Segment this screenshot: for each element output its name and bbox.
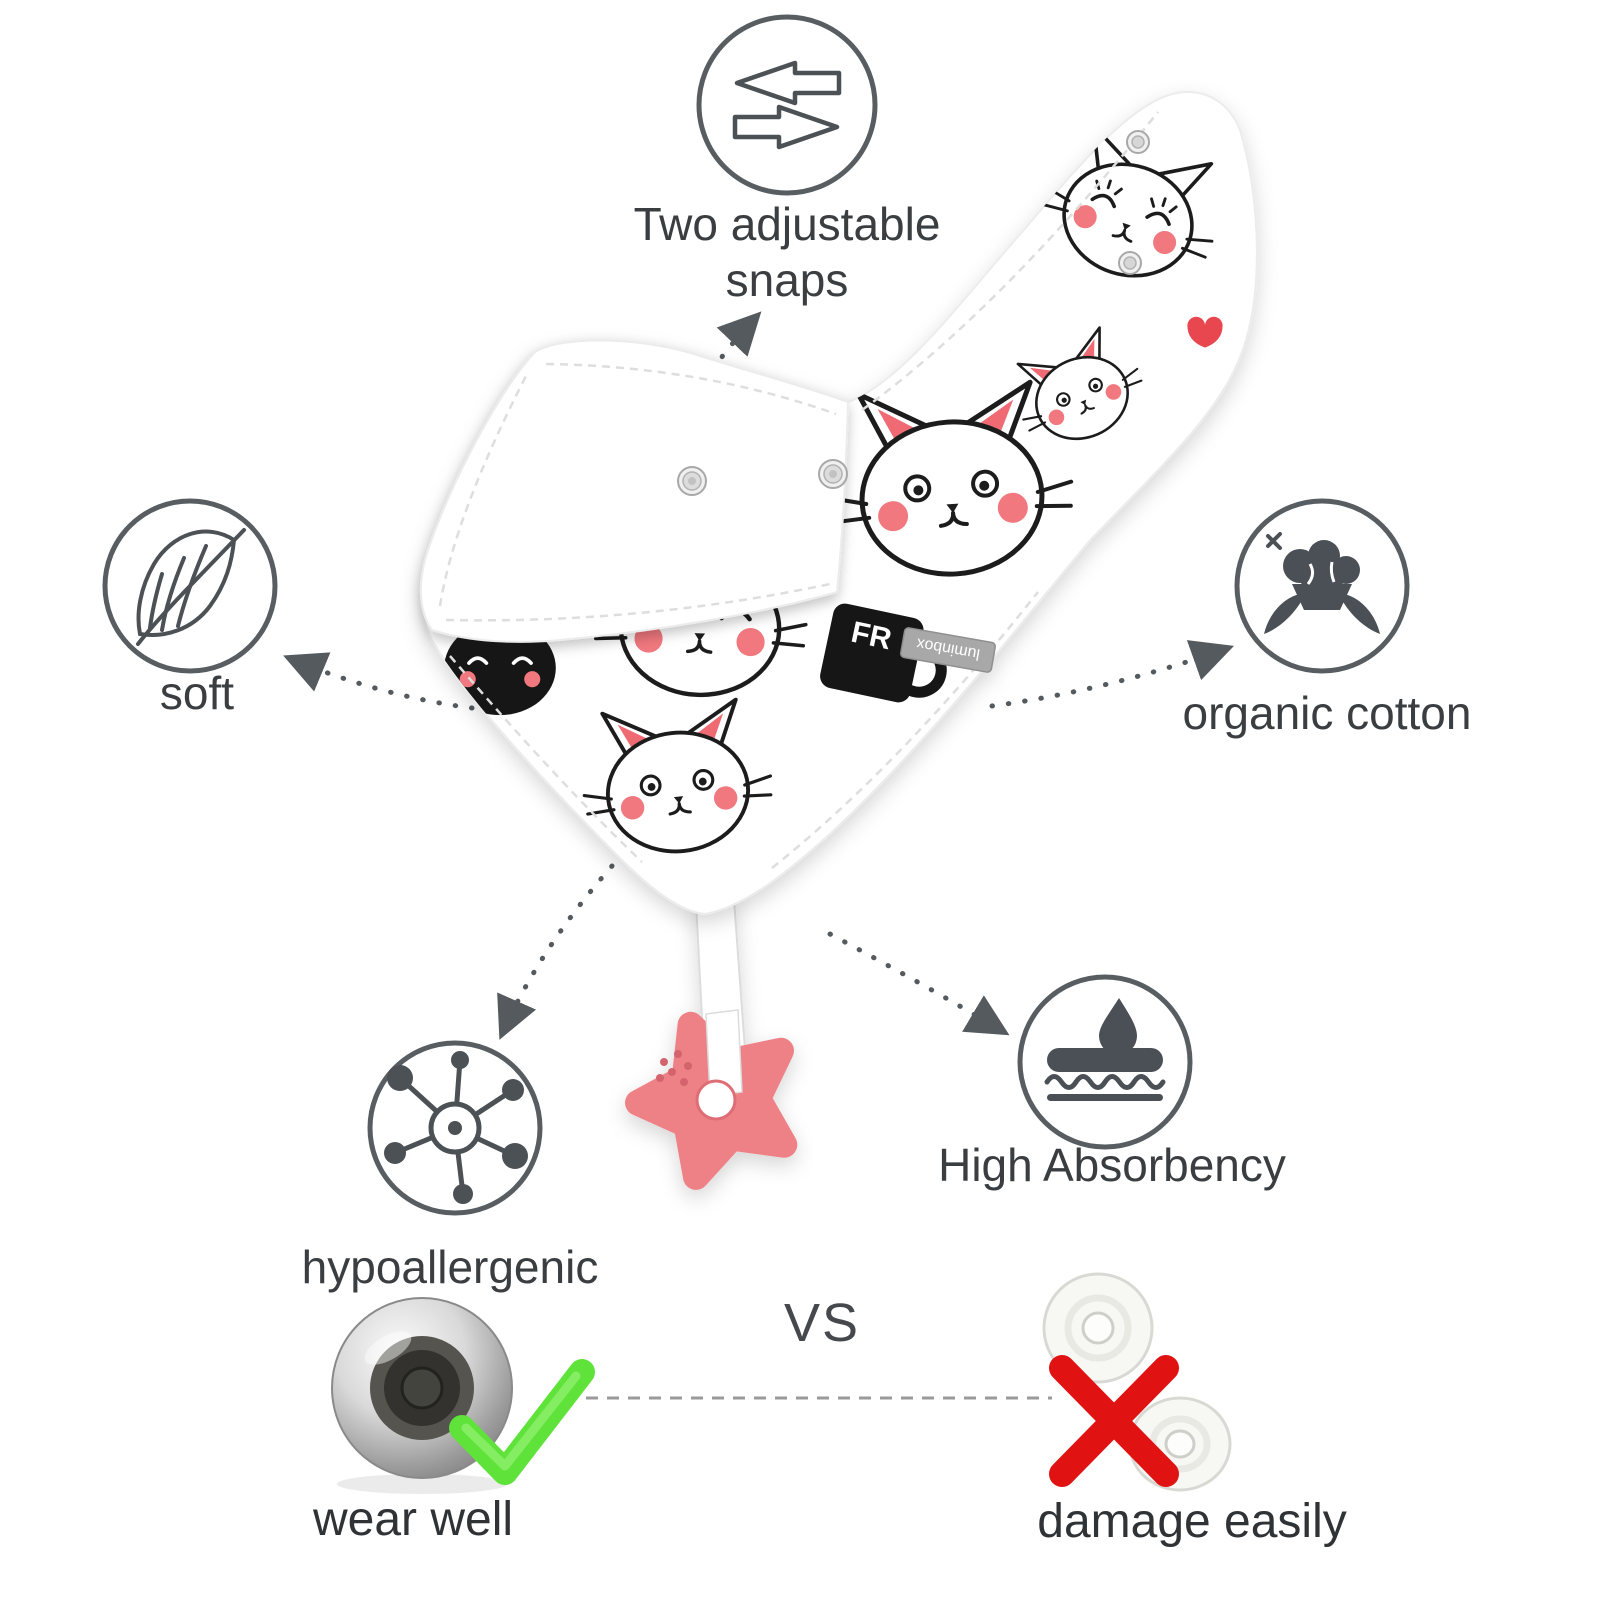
plastic-snap (1042, 1272, 1154, 1384)
icon-circle-soft (102, 498, 278, 674)
teether-texture-dots (656, 1050, 692, 1086)
mug-graphic: FR (820, 603, 947, 703)
molecule-icon (384, 1051, 528, 1204)
bib-flap (420, 339, 850, 643)
bandana-bib: FR (420, 91, 1258, 916)
stitching (438, 111, 1159, 869)
snap-button (818, 459, 848, 489)
icon-circle-absorbency (1017, 974, 1193, 1150)
snap-buttons (677, 130, 1150, 496)
mug-text: FR (848, 616, 894, 657)
absorbent-layers-icon (1047, 998, 1163, 1101)
feature-label-cotton: organic cotton (1182, 687, 1472, 739)
feature-label-soft: soft (159, 667, 235, 719)
vs-label: VS (783, 1293, 861, 1353)
connector-hypoallergenic (497, 863, 615, 1040)
feature-label-hypoallergenic: hypoallergenic (301, 1241, 599, 1293)
feather-icon (136, 528, 246, 646)
bad-label: damage easily (1037, 1495, 1347, 1548)
snap-button (677, 466, 707, 496)
teether-hole (695, 1079, 737, 1121)
connector-cotton (989, 640, 1235, 709)
icon-circle-hypoallergenic (367, 1040, 543, 1216)
brand-tag: luminbox (899, 627, 997, 673)
comparison-graphics (331, 1272, 1232, 1494)
connector-soft (283, 652, 475, 711)
feature-label-snaps: Two adjustable snaps (633, 198, 941, 307)
red-cross-icon (1049, 1355, 1179, 1487)
snap-button (1126, 130, 1150, 154)
teether-strap-over (705, 1009, 743, 1097)
teether (625, 898, 798, 1190)
swap-arrows-icon (732, 60, 842, 150)
connector-absorbency (827, 931, 1010, 1036)
lips-motif (1187, 316, 1223, 348)
icon-circle-cotton (1234, 498, 1410, 674)
feature-label-absorbency: High Absorbency (938, 1139, 1286, 1191)
green-check-icon (449, 1359, 595, 1485)
icon-circle-snaps (696, 14, 878, 196)
snap-button (1118, 251, 1142, 275)
good-label: wear well (312, 1493, 514, 1546)
